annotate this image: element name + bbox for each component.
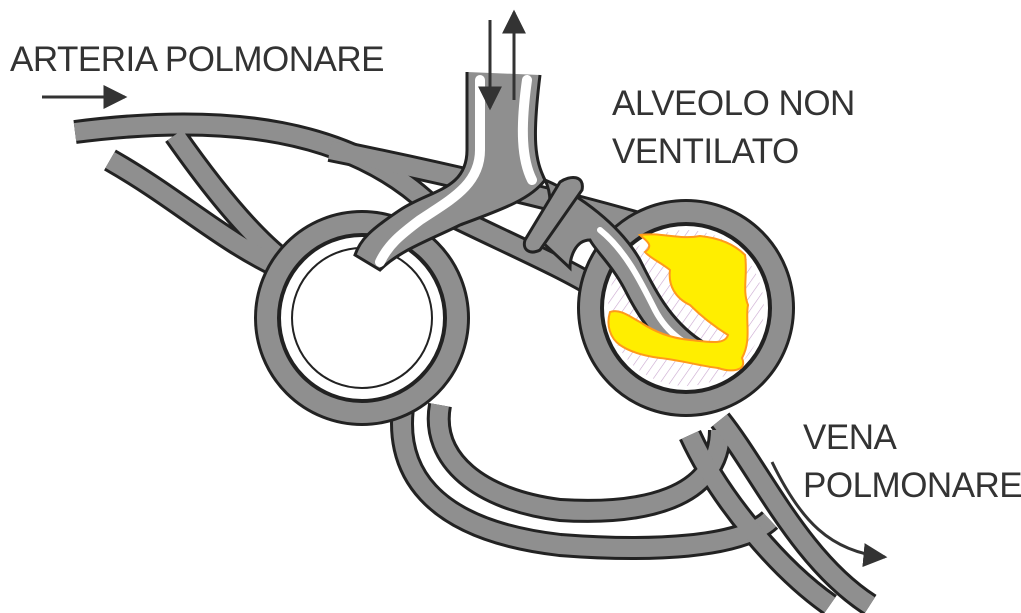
pulmonary-vein-label-line2: POLMONARE — [803, 468, 1021, 503]
inner-loop-vessel — [439, 405, 720, 511]
pulmonary-artery-label: ARTERIA POLMONARE — [10, 42, 384, 77]
pulmonary-vein-label-line1: VENA — [803, 420, 896, 455]
non-ventilated-alveolus-label-line1: ALVEOLO NON — [612, 86, 855, 121]
non-ventilated-alveolus-label-line2: VENTILATO — [612, 134, 799, 169]
